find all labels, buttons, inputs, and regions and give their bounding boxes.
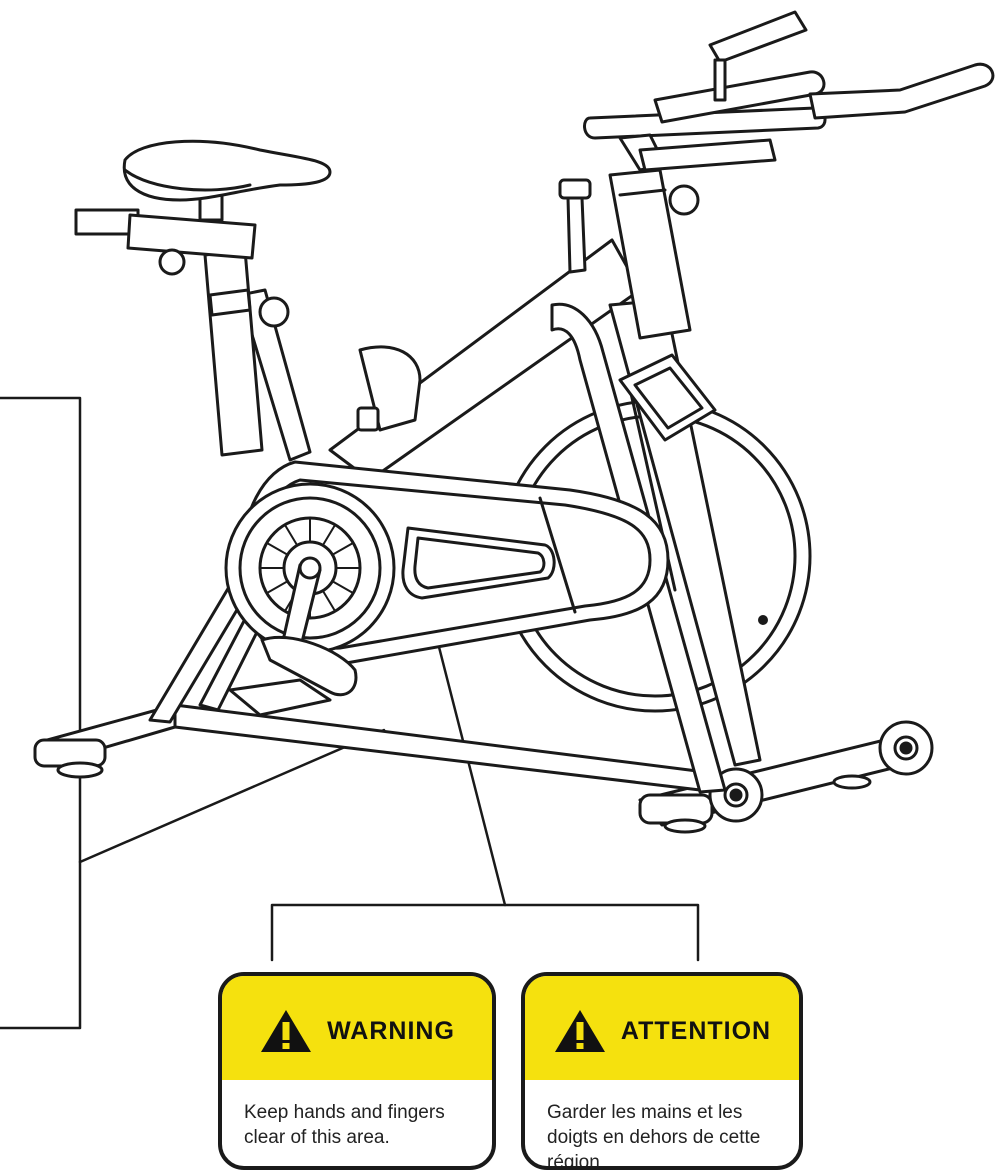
- head-tube: [608, 168, 692, 340]
- left-bracket-leader: [0, 396, 386, 1030]
- console: [708, 10, 808, 102]
- attention-label: ATTENTION Garder les mains et les doigts…: [521, 972, 803, 1170]
- base-rail: [33, 703, 707, 792]
- warning-triangle-icon: [261, 1010, 312, 1052]
- warning-triangle-icon: [554, 1010, 605, 1052]
- crank-arm-and-pedal: [228, 345, 422, 717]
- warning-text: Keep hands and fingers clear of this are…: [244, 1102, 445, 1148]
- resistance-knob: [558, 178, 592, 274]
- warning-label: WARNING Keep hands and fingers clear of …: [218, 972, 496, 1170]
- warning-label-header: WARNING: [222, 976, 492, 1080]
- attention-label-header: ATTENTION: [525, 976, 799, 1080]
- attention-text: Garder les mains et les doigts en dehors…: [547, 1102, 761, 1170]
- bottle-holder: [618, 353, 717, 442]
- seat-assembly: [74, 139, 332, 457]
- attention-heading: ATTENTION: [620, 1016, 772, 1045]
- handlebar: [583, 62, 995, 216]
- warning-heading: WARNING: [327, 1016, 455, 1045]
